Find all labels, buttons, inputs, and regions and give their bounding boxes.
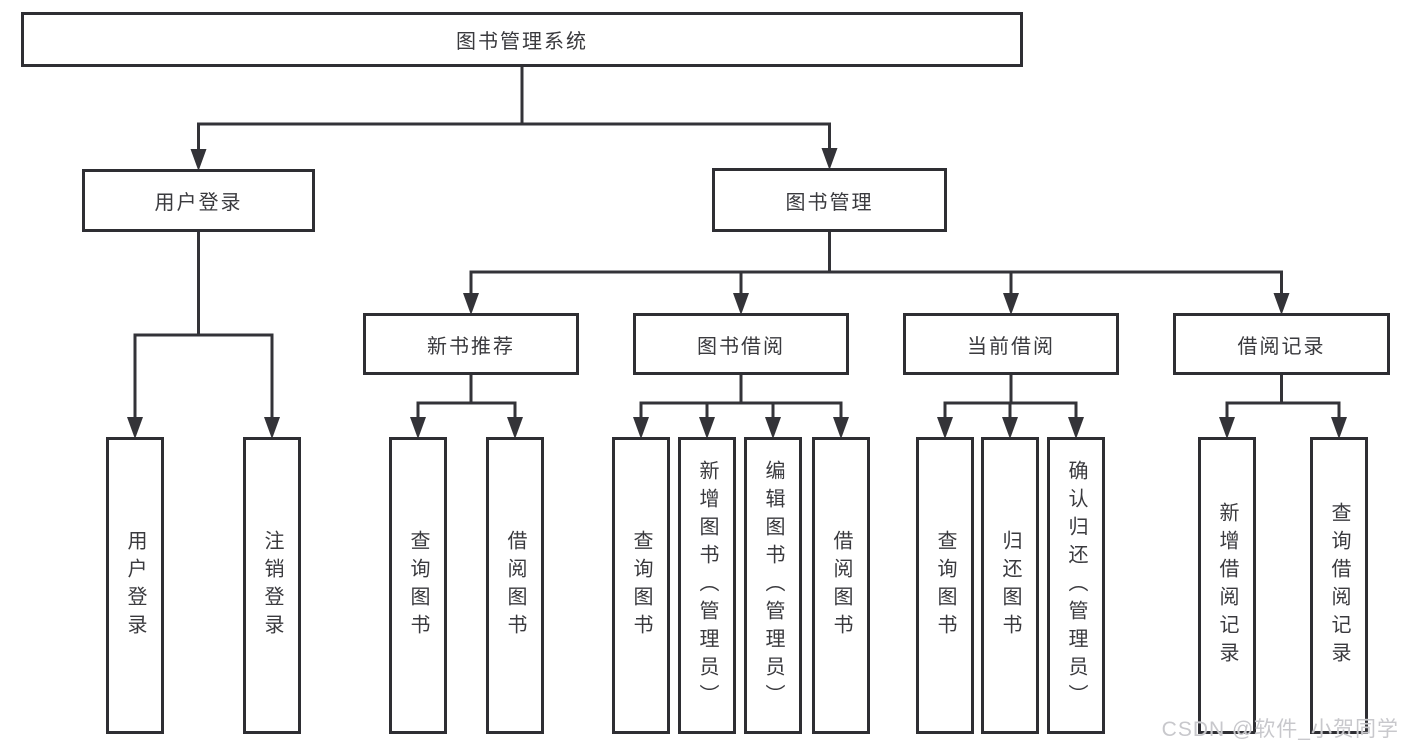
edge-path — [469, 231, 1283, 295]
edge-path — [943, 374, 1078, 419]
node-leaf-logout: 注销登录 — [243, 437, 301, 734]
edge-path — [133, 231, 274, 419]
edge-from-user-login-group — [127, 231, 280, 439]
edge-from-book-mgmt — [463, 231, 1290, 315]
node-label: 注销登录 — [261, 529, 283, 642]
node-label: 借阅记录 — [1237, 335, 1326, 358]
arrowhead-icon — [463, 293, 479, 315]
node-label: 借阅图书 — [504, 529, 526, 642]
arrowhead-icon — [190, 149, 207, 171]
node-label: 图书借阅 — [697, 335, 785, 358]
node-leaf-return-book: 归还图书 — [981, 437, 1039, 734]
node-label: 新增借阅记录 — [1216, 501, 1238, 670]
node-leaf-edit-book: 编辑图书（管理员） — [744, 437, 802, 734]
edge-from-borrow-record — [1219, 374, 1347, 439]
edge-path — [197, 66, 831, 151]
edge-path — [639, 374, 843, 419]
arrowhead-icon — [1003, 293, 1019, 315]
node-leaf-user-login: 用户登录 — [106, 437, 164, 734]
edge-from-root — [190, 66, 838, 171]
node-label: 查询借阅记录 — [1328, 501, 1350, 670]
arrowhead-icon — [127, 417, 143, 439]
csdn-watermark: CSDN @软件_小贺同学 — [1161, 718, 1399, 741]
node-leaf-borrow-book-2: 借阅图书 — [812, 437, 870, 734]
node-leaf-borrow-book-1: 借阅图书 — [486, 437, 544, 734]
arrowhead-icon — [1002, 417, 1018, 439]
arrowhead-icon — [1331, 417, 1347, 439]
edge-path — [416, 374, 517, 419]
node-user-login-group: 用户登录 — [82, 169, 315, 232]
node-label: 当前借阅 — [967, 335, 1055, 358]
arrowhead-icon — [765, 417, 781, 439]
node-label: 图书管理 — [785, 191, 874, 214]
node-leaf-query-borrow-rec: 查询借阅记录 — [1310, 437, 1368, 734]
node-label: 借阅图书 — [830, 529, 852, 642]
node-current-borrow: 当前借阅 — [903, 313, 1119, 375]
node-leaf-query-book-3: 查询图书 — [916, 437, 974, 734]
edge-from-new-book-rec — [410, 374, 523, 439]
node-label: 查询图书 — [630, 529, 652, 642]
arrowhead-icon — [699, 417, 715, 439]
node-book-mgmt: 图书管理 — [712, 168, 947, 232]
edge-from-book-borrow — [633, 374, 849, 439]
node-label: 归还图书 — [999, 529, 1021, 642]
arrowhead-icon — [733, 293, 749, 315]
arrowhead-icon — [633, 417, 649, 439]
node-root: 图书管理系统 — [21, 12, 1023, 67]
edge-path — [1225, 374, 1341, 419]
arrowhead-icon — [833, 417, 849, 439]
arrowhead-icon — [1068, 417, 1084, 439]
node-leaf-confirm-return: 确认归还（管理员） — [1047, 437, 1105, 734]
node-label: 用户登录 — [154, 192, 243, 214]
node-label: 新增图书（管理员） — [696, 459, 718, 712]
node-label: 新书推荐 — [427, 335, 515, 358]
node-label: 图书管理系统 — [456, 31, 588, 53]
arrowhead-icon — [410, 417, 426, 439]
node-book-borrow: 图书借阅 — [633, 313, 849, 375]
node-label: 查询图书 — [407, 529, 429, 642]
node-label: 确认归还（管理员） — [1065, 459, 1087, 712]
node-label: 查询图书 — [934, 529, 956, 642]
arrowhead-icon — [937, 417, 953, 439]
node-new-book-rec: 新书推荐 — [363, 313, 579, 375]
arrowhead-icon — [264, 417, 280, 439]
node-leaf-add-borrow-rec: 新增借阅记录 — [1198, 437, 1256, 734]
arrowhead-icon — [1273, 293, 1290, 315]
node-leaf-query-book-1: 查询图书 — [389, 437, 447, 734]
node-leaf-query-book-2: 查询图书 — [612, 437, 670, 734]
arrowhead-icon — [507, 417, 523, 439]
node-leaf-add-book: 新增图书（管理员） — [678, 437, 736, 734]
edge-from-current-borrow — [937, 374, 1084, 439]
node-label: 编辑图书（管理员） — [762, 459, 784, 712]
node-borrow-record: 借阅记录 — [1173, 313, 1390, 375]
arrowhead-icon — [821, 148, 838, 170]
arrowhead-icon — [1219, 417, 1235, 439]
node-label: 用户登录 — [124, 529, 146, 642]
